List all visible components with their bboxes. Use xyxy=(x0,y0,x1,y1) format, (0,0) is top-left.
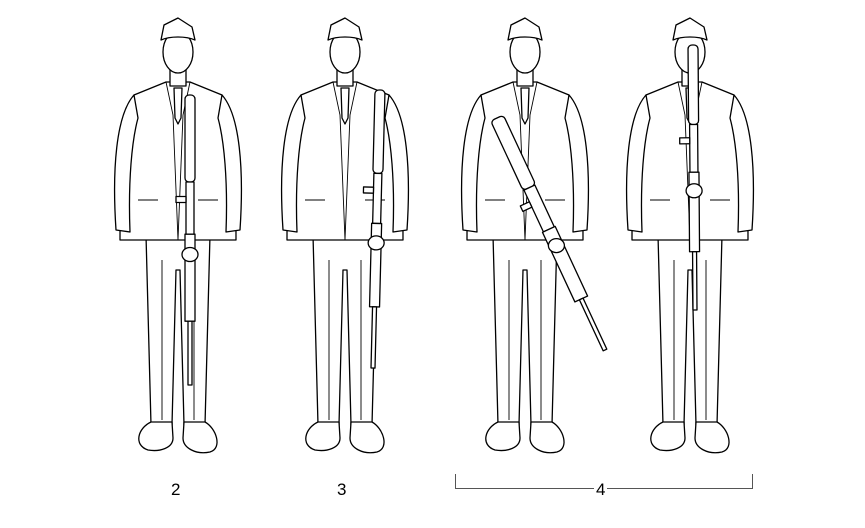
step-label-2: 2 xyxy=(169,480,183,500)
hand xyxy=(685,183,703,199)
soldier-figure-step-2 xyxy=(113,17,243,454)
soldier-figure-step-3 xyxy=(280,17,410,454)
hand xyxy=(547,237,566,254)
soldier-figure-step-4 xyxy=(625,17,755,454)
rifle xyxy=(491,115,608,352)
hand xyxy=(367,235,385,251)
soldier-figure-step-4 xyxy=(460,17,608,454)
step-label-3: 3 xyxy=(335,480,349,500)
hand xyxy=(181,246,199,263)
step-label-4: 4 xyxy=(594,480,608,500)
